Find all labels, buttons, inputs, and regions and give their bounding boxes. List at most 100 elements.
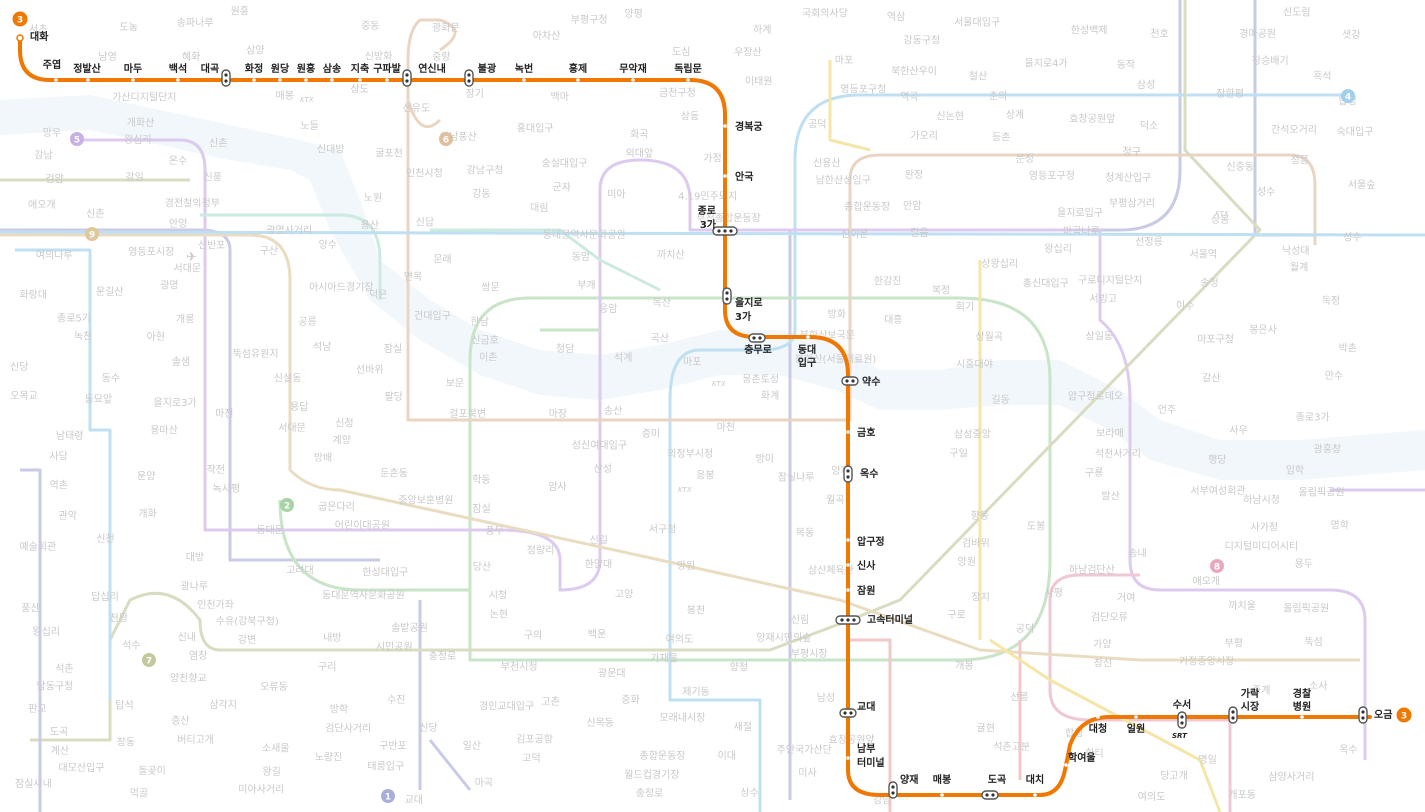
station-label[interactable]: 장지 xyxy=(972,592,990,604)
station-label[interactable]: 고덕 xyxy=(522,752,540,764)
station-label[interactable]: 갈산 xyxy=(1202,372,1220,385)
station-label[interactable]: 길동 xyxy=(991,393,1009,406)
line-badge-7[interactable]: 7 xyxy=(142,653,156,667)
line3-station[interactable]: 입구 xyxy=(798,356,816,369)
station-label[interactable]: 구로디지털단지 xyxy=(1078,275,1142,287)
station-label[interactable]: 대흥 xyxy=(884,313,902,326)
station-label[interactable]: 용두 xyxy=(1295,558,1313,570)
station-label[interactable]: 올림픽공원 xyxy=(1283,602,1329,614)
station-label[interactable]: 망원 xyxy=(677,560,695,572)
station-label[interactable]: 왕십리 xyxy=(32,626,60,638)
station-label[interactable]: 소사 xyxy=(1309,680,1327,692)
station-label[interactable]: 신도림 xyxy=(1283,7,1311,19)
line-badge-6[interactable]: 6 xyxy=(439,132,453,146)
station-label[interactable]: 가정 xyxy=(703,153,721,165)
station-label[interactable]: 향동 xyxy=(971,510,989,522)
station-label[interactable]: 화곡 xyxy=(630,129,648,141)
station-label[interactable]: 창동 xyxy=(117,737,135,749)
station-label[interactable]: 고양 xyxy=(615,589,633,601)
station-label[interactable]: 서울역 xyxy=(1190,248,1218,260)
station-label[interactable]: 강일 xyxy=(125,171,143,183)
station-label[interactable]: 역곡 xyxy=(900,91,918,103)
station-label[interactable]: 성신여대입구 xyxy=(572,439,627,452)
station-label[interactable]: 봉화산(서울의료원) xyxy=(795,354,877,366)
station-label[interactable]: 명학 xyxy=(1331,520,1349,532)
line3-station[interactable]: 터미널 xyxy=(846,756,885,769)
station-label[interactable]: 석남 xyxy=(313,341,331,353)
station-label[interactable]: 덕은 xyxy=(369,289,387,301)
station-label[interactable]: 길음 xyxy=(910,226,928,239)
station-label[interactable]: 광명 xyxy=(160,280,178,292)
station-label[interactable]: 장기 xyxy=(466,88,484,100)
station-label[interactable]: 광명사거리 xyxy=(266,225,312,237)
station-label[interactable]: 하남검단산 xyxy=(1069,563,1115,576)
station-label[interactable]: 효창공원앞 xyxy=(1069,113,1115,125)
station-label[interactable]: 응암 xyxy=(599,303,617,315)
station-label[interactable]: 시민공원 xyxy=(376,641,413,653)
line3-station[interactable]: 종로 xyxy=(698,205,738,236)
line3-station[interactable]: 양재 xyxy=(888,773,918,799)
station-label[interactable]: 걸포북변 xyxy=(449,407,486,420)
station-label[interactable]: 강남 xyxy=(873,795,891,807)
station-label[interactable]: 서울대입구 xyxy=(954,16,1000,29)
line3-station[interactable]: 충무로 xyxy=(744,333,772,356)
station-label[interactable]: 신금호 xyxy=(471,335,499,347)
line3-station[interactable]: 수서 xyxy=(1173,698,1191,729)
station-label[interactable]: 신방화 xyxy=(365,51,393,63)
station-label[interactable]: 강남구청 xyxy=(467,164,504,176)
station-label[interactable]: 독산 xyxy=(653,297,671,309)
station-label[interactable]: 양정 xyxy=(730,661,748,673)
line3-station[interactable]: 대화 xyxy=(16,30,49,43)
station-label[interactable]: 매봉 xyxy=(276,90,294,102)
station-label[interactable]: 신당 xyxy=(10,361,28,373)
station-label[interactable]: 산성 xyxy=(594,463,612,475)
station-label[interactable]: 가오리 xyxy=(910,130,938,142)
station-label[interactable]: 팔당 xyxy=(385,391,403,403)
station-label[interactable]: 김포공항 xyxy=(516,734,553,746)
station-label[interactable]: 혜화 xyxy=(182,51,200,63)
line3-station[interactable]: 오금 xyxy=(1358,706,1392,724)
station-label[interactable]: 독정 xyxy=(1322,295,1340,307)
station-label[interactable]: 망우 xyxy=(43,127,61,139)
line3-station[interactable]: 가락 xyxy=(1228,687,1260,724)
station-label[interactable]: 내방 xyxy=(323,632,341,644)
line3-station[interactable]: 주엽 xyxy=(43,58,61,82)
station-label[interactable]: 서초 xyxy=(29,23,47,35)
station-label[interactable]: 까치울 xyxy=(1228,600,1256,612)
station-label[interactable]: 가양 xyxy=(1093,639,1111,651)
station-label[interactable]: 작전 xyxy=(207,464,225,476)
station-label[interactable]: 상동 xyxy=(681,111,699,123)
station-label[interactable]: 충정로 xyxy=(429,650,457,662)
station-label[interactable]: 면목 xyxy=(404,271,422,283)
station-label[interactable]: 석수 xyxy=(122,640,140,652)
station-label[interactable]: 양천향교 xyxy=(170,673,207,685)
station-label[interactable]: 인천가좌 xyxy=(197,599,234,611)
station-label[interactable]: 청담 xyxy=(556,343,574,355)
station-label[interactable]: 금천구청 xyxy=(659,87,696,99)
station-label[interactable]: 부개 xyxy=(577,280,595,292)
station-label[interactable]: 오류동 xyxy=(260,681,288,693)
station-label[interactable]: 청구 xyxy=(1123,146,1141,158)
station-label[interactable]: 강남 xyxy=(34,149,52,161)
station-label[interactable]: 송정 xyxy=(1200,277,1218,289)
station-label[interactable]: 남영 xyxy=(98,51,116,63)
station-label[interactable]: 동암 xyxy=(572,251,590,263)
line3-station[interactable]: 경찰 xyxy=(1293,687,1312,719)
station-label[interactable]: 등촌 xyxy=(992,132,1010,144)
station-label[interactable]: 둔촌동 xyxy=(380,468,408,480)
station-label[interactable]: 신반포 xyxy=(198,240,226,252)
station-label[interactable]: 신당 xyxy=(419,722,437,734)
line3-station[interactable]: 남부 xyxy=(857,742,875,755)
station-label[interactable]: 이수 xyxy=(1176,300,1194,312)
station-label[interactable]: 고촌 xyxy=(541,696,559,708)
station-label[interactable]: 화랑대 xyxy=(19,289,47,301)
station-label[interactable]: 성수 xyxy=(1343,232,1361,244)
station-label[interactable]: 경인교대입구 xyxy=(479,699,534,712)
line3-station[interactable]: 원당 xyxy=(271,62,290,82)
station-label[interactable]: 도심 xyxy=(672,46,690,58)
station-label[interactable]: 보문 xyxy=(446,378,464,390)
station-label[interactable]: 백마 xyxy=(551,91,569,103)
station-label[interactable]: 구일 xyxy=(949,447,967,459)
line3-station[interactable]: 옥수 xyxy=(843,465,878,483)
line3-station[interactable]: 대곡 xyxy=(201,62,231,87)
